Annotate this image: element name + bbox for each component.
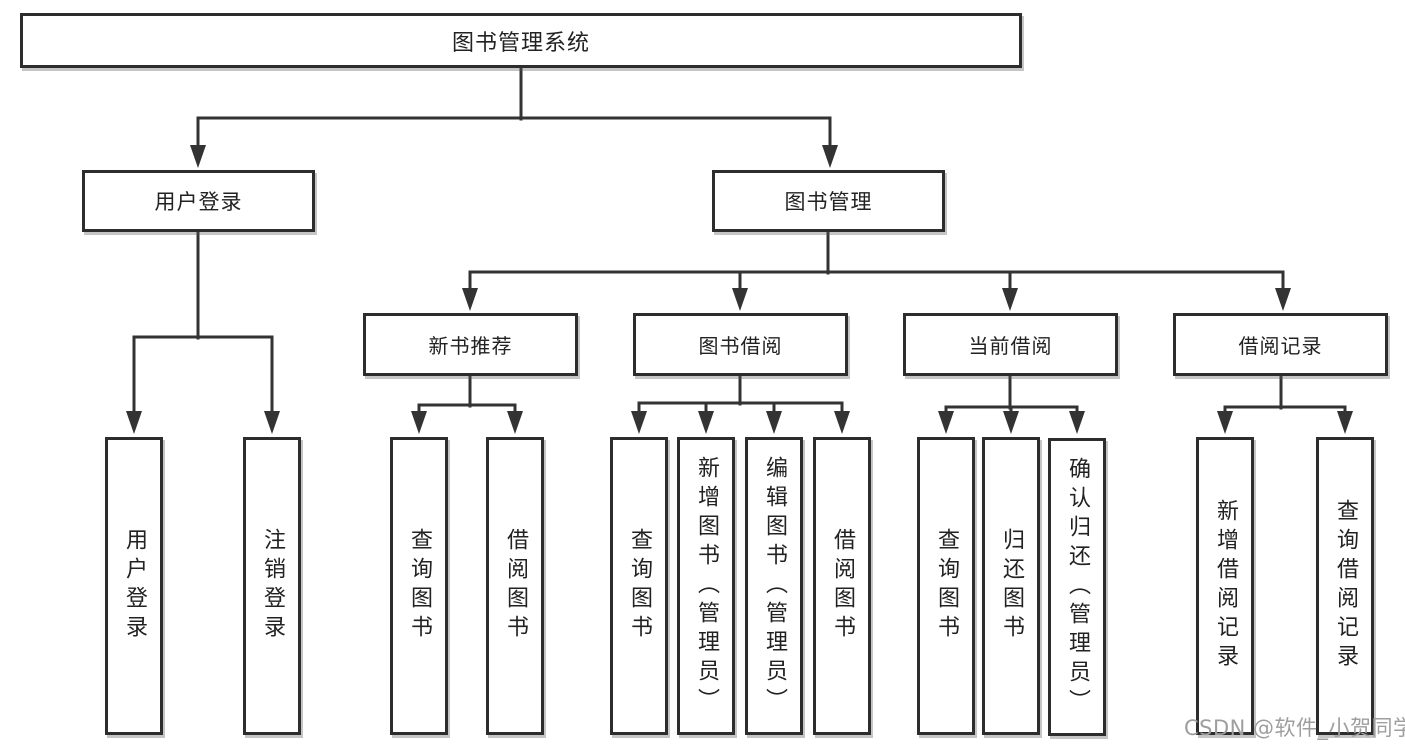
node-label: 借阅图书 [503, 528, 528, 644]
node-book-management: 图书管理 [712, 170, 945, 232]
leaf-bb-add-books-admin: 新增图书（管理员） [677, 437, 735, 735]
node-label: 当前借阅 [968, 334, 1053, 358]
node-book-borrowing: 图书借阅 [633, 313, 848, 376]
leaf-bb-edit-books-admin: 编辑图书（管理员） [745, 437, 803, 735]
leaf-cb-query-books: 查询图书 [917, 437, 975, 735]
node-label: 查询图书 [407, 528, 432, 644]
node-label: 用户登录 [122, 528, 147, 644]
leaf-cb-return-books: 归还图书 [982, 437, 1040, 735]
node-label: 图书管理 [784, 190, 873, 214]
leaf-nb-borrow-books: 借阅图书 [486, 437, 544, 735]
leaf-bb-query-books: 查询图书 [610, 437, 668, 735]
node-label: 用户登录 [154, 190, 243, 214]
leaf-br-query-borrow-record: 查询借阅记录 [1316, 437, 1374, 735]
node-label: 确认归还（管理员） [1065, 456, 1090, 718]
leaf-br-add-borrow-record: 新增借阅记录 [1196, 437, 1254, 735]
node-label: 查询图书 [934, 528, 959, 644]
node-label: 新增借阅记录 [1213, 499, 1238, 673]
node-label: 新书推荐 [428, 334, 513, 358]
node-label: 编辑图书（管理员） [762, 455, 787, 717]
node-borrow-records: 借阅记录 [1173, 313, 1388, 376]
node-current-borrowing: 当前借阅 [903, 313, 1118, 376]
node-label: 查询图书 [627, 528, 652, 644]
leaf-bb-borrow-books: 借阅图书 [813, 437, 871, 735]
node-label: 借阅图书 [830, 528, 855, 644]
node-label: 图书管理系统 [451, 30, 590, 56]
node-label: 借阅记录 [1238, 334, 1323, 358]
leaf-user-login: 用户登录 [105, 437, 163, 735]
leaf-cb-confirm-return-admin: 确认归还（管理员） [1048, 438, 1106, 736]
node-label: 新增图书（管理员） [694, 455, 719, 717]
leaf-logout-login: 注销登录 [243, 437, 301, 735]
node-label: 归还图书 [999, 528, 1024, 644]
node-label: 注销登录 [260, 528, 285, 644]
leaf-nb-query-books: 查询图书 [390, 437, 448, 735]
csdn-watermark: CSDN @软件_小贺同学 [1184, 716, 1405, 740]
node-label: 查询借阅记录 [1333, 499, 1358, 673]
node-label: 图书借阅 [698, 334, 783, 358]
node-user-login: 用户登录 [82, 170, 315, 232]
node-new-book-recommend: 新书推荐 [363, 313, 578, 376]
node-library-management-system: 图书管理系统 [20, 13, 1022, 68]
